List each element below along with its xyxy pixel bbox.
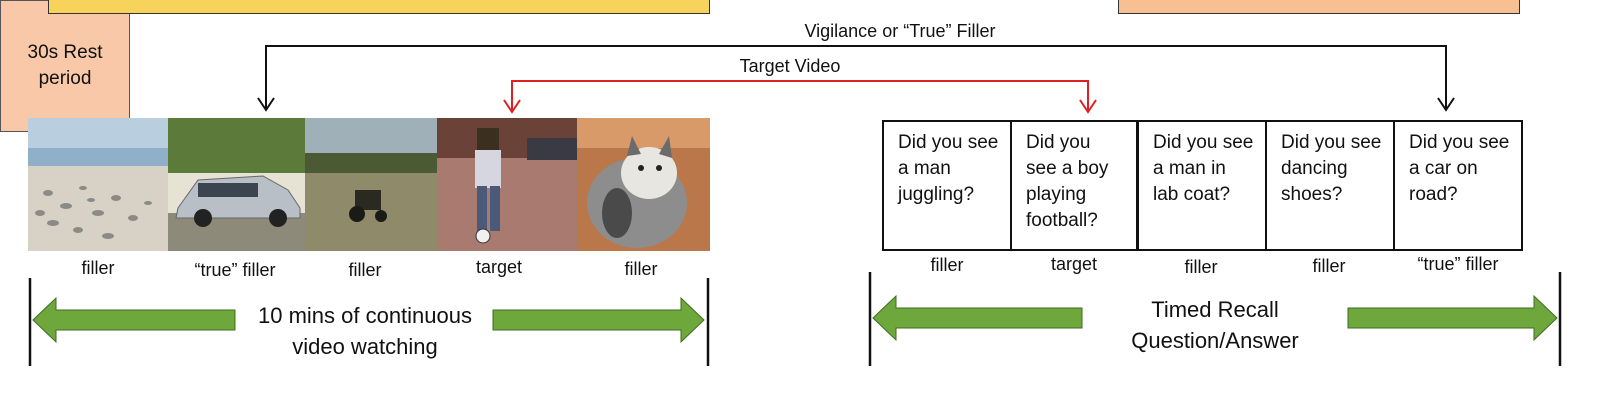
video-frame-boy-football [437, 118, 577, 251]
watching-duration-text: 10 mins of continuous video watching [240, 300, 490, 362]
question-box-4: Did you see dancing shoes? [1265, 120, 1395, 251]
watching-timeline [28, 278, 710, 366]
frame-label-3: filler [348, 260, 382, 280]
frame-label-2: “true” filler [194, 260, 276, 280]
question-text-2: Did you see a boy playing football? [1026, 132, 1109, 231]
question-label-5: “true” filler [1417, 254, 1499, 274]
question-box-2: Did you see a boy playing football? [1010, 120, 1138, 251]
video-frame-cat [577, 118, 710, 251]
question-text-4: Did you see dancing shoes? [1281, 132, 1382, 205]
recall-timeline [868, 272, 1562, 366]
frame-label-5: filler [624, 259, 658, 279]
question-text-5: Did you see a car on road? [1409, 132, 1510, 205]
target-arrow-label: Target Video [739, 56, 841, 76]
vigilance-arrow [257, 45, 1455, 112]
question-text-1: Did you see a man juggling? [898, 132, 999, 205]
frame-label-1: filler [81, 258, 115, 278]
video-frame-vintage-car [168, 118, 305, 251]
frame-label-4: target [475, 257, 523, 277]
question-label-2: target [1050, 254, 1098, 274]
video-frame-tractor-field [305, 118, 437, 251]
video-frame-beach-birds [28, 118, 168, 251]
recall-text: Timed Recall Question/Answer [1100, 294, 1330, 356]
question-box-3: Did you see a man in lab coat? [1137, 120, 1267, 251]
question-label-4: filler [1312, 256, 1346, 276]
question-box-5: Did you see a car on road? [1393, 120, 1523, 251]
target-arrow [503, 80, 1097, 114]
free-watching-stage-bar [48, 0, 710, 14]
vigilance-arrow-label: Vigilance or “True” Filler [804, 21, 996, 41]
recall-stage-bar [1118, 0, 1520, 14]
question-label-1: filler [930, 255, 964, 275]
question-text-3: Did you see a man in lab coat? [1153, 132, 1254, 205]
rest-period-text: 30s Rest period [27, 42, 103, 89]
rest-period-box: 30s Rest period [0, 0, 130, 132]
question-label-3: filler [1184, 257, 1218, 277]
question-box-1: Did you see a man juggling? [882, 120, 1012, 251]
